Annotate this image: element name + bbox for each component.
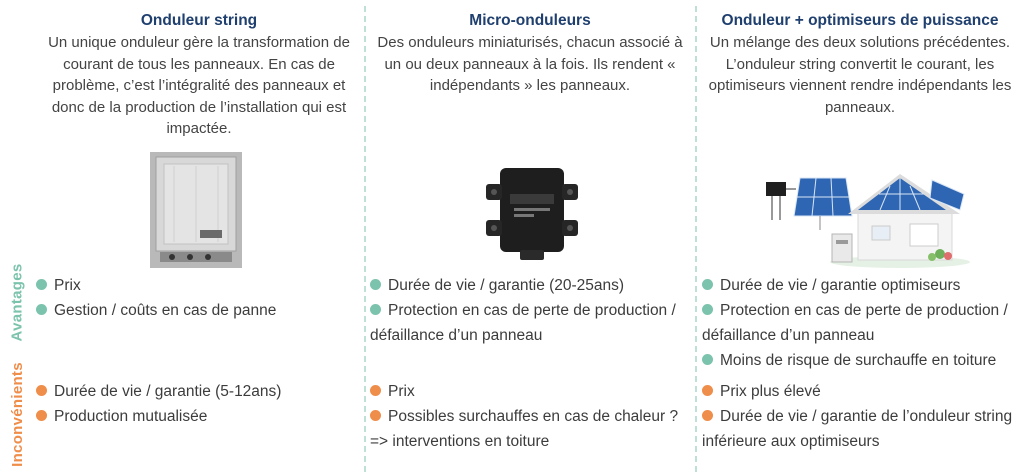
column-divider <box>695 6 697 472</box>
column-micro-inverters: Micro-onduleurs Des onduleurs miniaturis… <box>370 10 690 472</box>
advantages-list: Durée de vie / garantie (20-25ans) Prote… <box>370 273 690 348</box>
bullet-dot-green <box>702 304 713 315</box>
column-description: Des onduleurs miniaturisés, chacun assoc… <box>377 34 683 94</box>
list-item: Protection en cas de perte de production… <box>702 302 1008 344</box>
bullet-dot-green <box>702 354 713 365</box>
column-title: Onduleur string <box>140 12 258 29</box>
advantages-list: Prix Gestion / coûts en cas de panne <box>36 273 362 323</box>
column-title: Micro-onduleurs <box>469 12 591 29</box>
column-string-inverter: Onduleur string Un unique onduleur gère … <box>36 10 362 472</box>
advantages-label: Avantages <box>8 262 26 342</box>
bullet-dot-orange <box>36 385 47 396</box>
list-item: Gestion / coûts en cas de panne <box>36 298 362 323</box>
advantages-list: Durée de vie / garantie optimiseurs Prot… <box>702 273 1018 373</box>
column-description: Un unique onduleur gère la transformatio… <box>48 34 350 137</box>
string-inverter-icon <box>150 152 242 268</box>
disadvantages-list: Prix plus élevé Durée de vie / garantie … <box>702 379 1018 454</box>
bullet-dot-orange <box>702 385 713 396</box>
column-title: Onduleur + optimiseurs de puissance <box>721 12 999 29</box>
list-item: Prix plus élevé <box>702 379 1018 404</box>
bullet-dot-green <box>370 279 381 290</box>
bullet-dot-orange <box>370 385 381 396</box>
list-item: Durée de vie / garantie (20-25ans) <box>370 273 690 298</box>
column-divider <box>364 6 366 472</box>
disadvantages-list: Prix Possibles surchauffes en cas de cha… <box>370 379 690 454</box>
bullet-dot-green <box>36 304 47 315</box>
list-item: Prix <box>370 379 690 404</box>
bullet-dot-green <box>370 304 381 315</box>
house-solar-optimizer-icon <box>766 174 970 268</box>
bullet-dot-orange <box>370 410 381 421</box>
column-description: Un mélange des deux solutions précédente… <box>708 34 1012 116</box>
bullet-dot-green <box>36 279 47 290</box>
list-item: Production mutualisée <box>36 404 362 429</box>
disadvantages-label: Inconvénients <box>8 361 26 467</box>
list-item: Prix <box>36 273 362 298</box>
list-item: Durée de vie / garantie optimiseurs <box>702 273 1018 298</box>
bullet-dot-orange <box>702 410 713 421</box>
column-inverter-optimizers: Onduleur + optimiseurs de puissance Un m… <box>702 10 1018 472</box>
list-item: Moins de risque de surchauffe en toiture <box>702 348 1018 373</box>
disadvantages-list: Durée de vie / garantie (5-12ans) Produc… <box>36 379 362 429</box>
list-item: Possibles surchauffes en cas de chaleur … <box>370 408 679 450</box>
list-item: Protection en cas de perte de production… <box>370 302 676 344</box>
micro-inverter-icon <box>486 168 578 260</box>
list-item: Durée de vie / garantie de l’onduleur st… <box>702 408 1013 450</box>
list-item: Durée de vie / garantie (5-12ans) <box>36 379 362 404</box>
bullet-dot-orange <box>36 410 47 421</box>
bullet-dot-green <box>702 279 713 290</box>
